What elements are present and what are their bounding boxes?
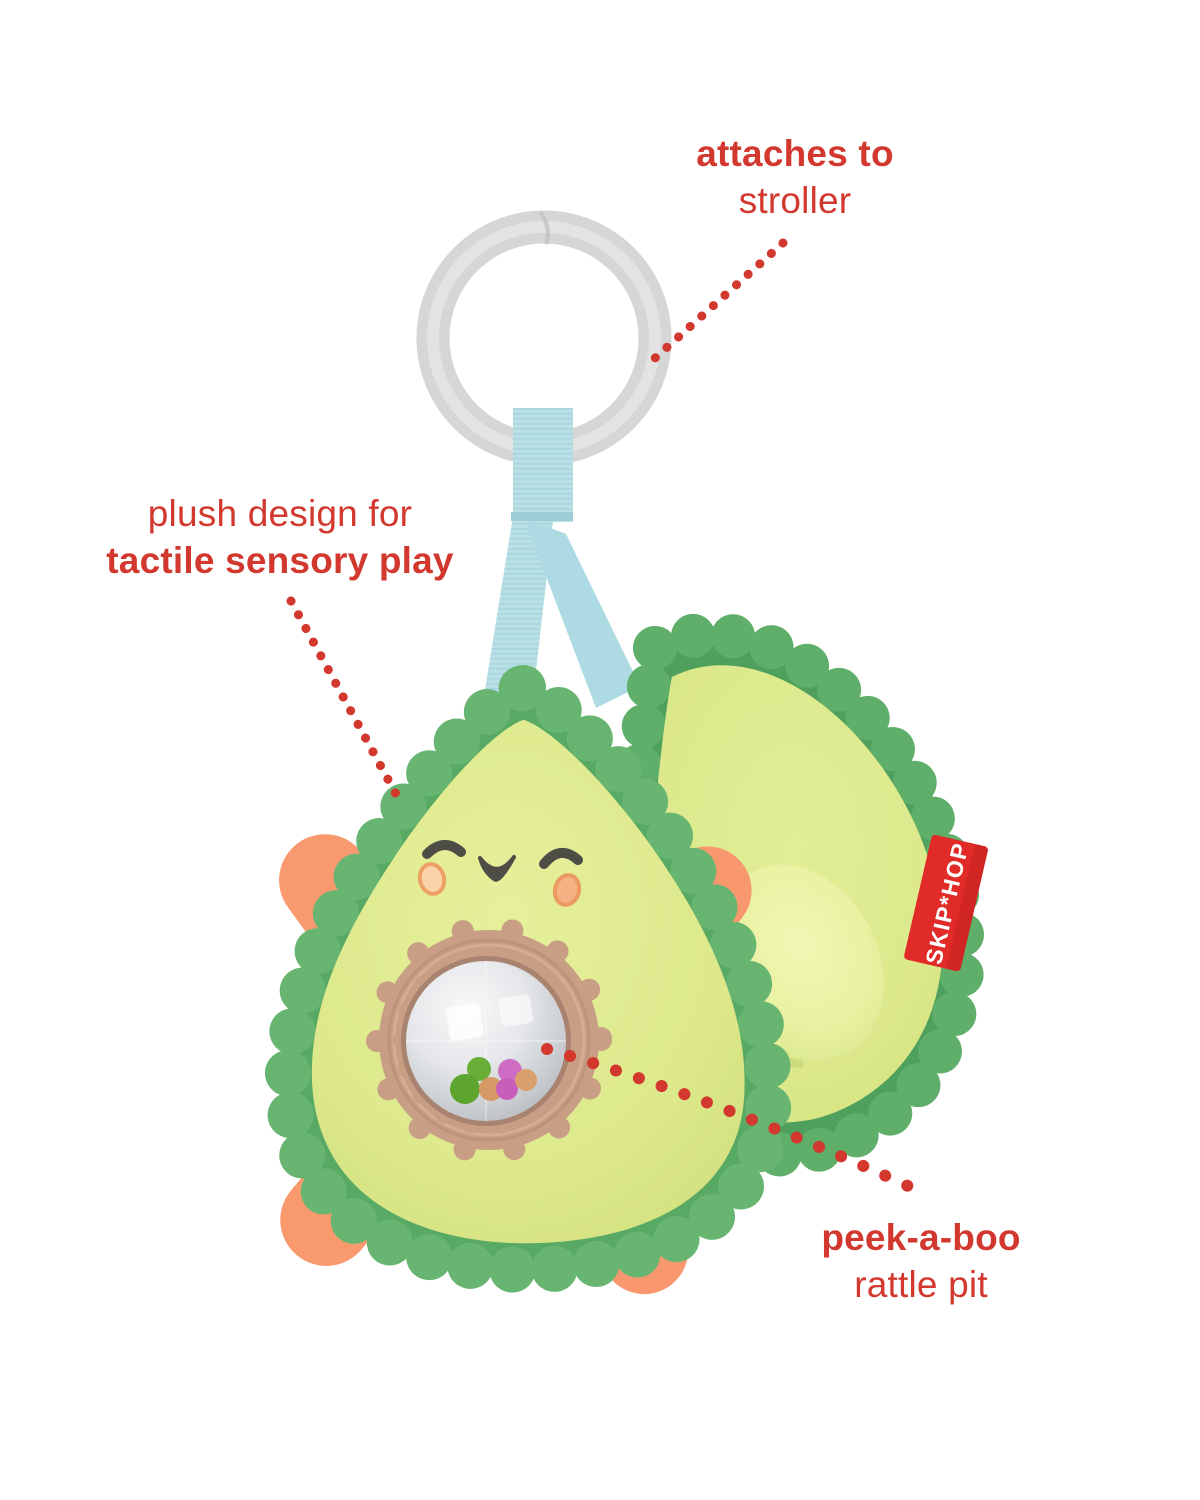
callout-peekaboo-line2: rattle pit — [854, 1264, 988, 1305]
rattle-beads — [450, 1057, 537, 1104]
rattle-wavy-edge — [366, 917, 612, 1163]
leader-line-attaches — [639, 238, 788, 373]
left-eye — [422, 840, 466, 859]
leader-line-peekaboo — [541, 1043, 914, 1192]
callout-plush-design: plush design for tactile sensory play — [70, 490, 490, 584]
left-blush — [417, 862, 447, 896]
leader-lines — [286, 238, 914, 1192]
dome-reflection — [446, 994, 533, 1041]
callout-attaches-to-stroller: attaches to stroller — [635, 130, 955, 224]
right-blush — [552, 873, 582, 907]
leader-line-plush — [286, 596, 402, 801]
smile-mouth — [478, 855, 516, 882]
rattle-window — [366, 917, 612, 1163]
callout-attaches-line2: stroller — [738, 180, 852, 221]
ribbon-fold-seam — [511, 512, 573, 521]
callout-peekaboo-line1: peek-a-boo — [821, 1217, 1021, 1258]
hanging-ribbon — [484, 408, 640, 708]
callout-peekaboo-rattle: peek-a-boo rattle pit — [761, 1214, 1081, 1308]
avocado-face — [417, 840, 583, 907]
callout-plush-line2: tactile sensory play — [106, 540, 454, 581]
right-eye — [539, 848, 583, 869]
callout-attaches-line1: attaches to — [696, 133, 894, 174]
callout-plush-line1: plush design for — [147, 493, 413, 534]
ring-clasp-seam — [538, 210, 550, 245]
brand-tag: SKIP*HOP — [904, 834, 988, 972]
